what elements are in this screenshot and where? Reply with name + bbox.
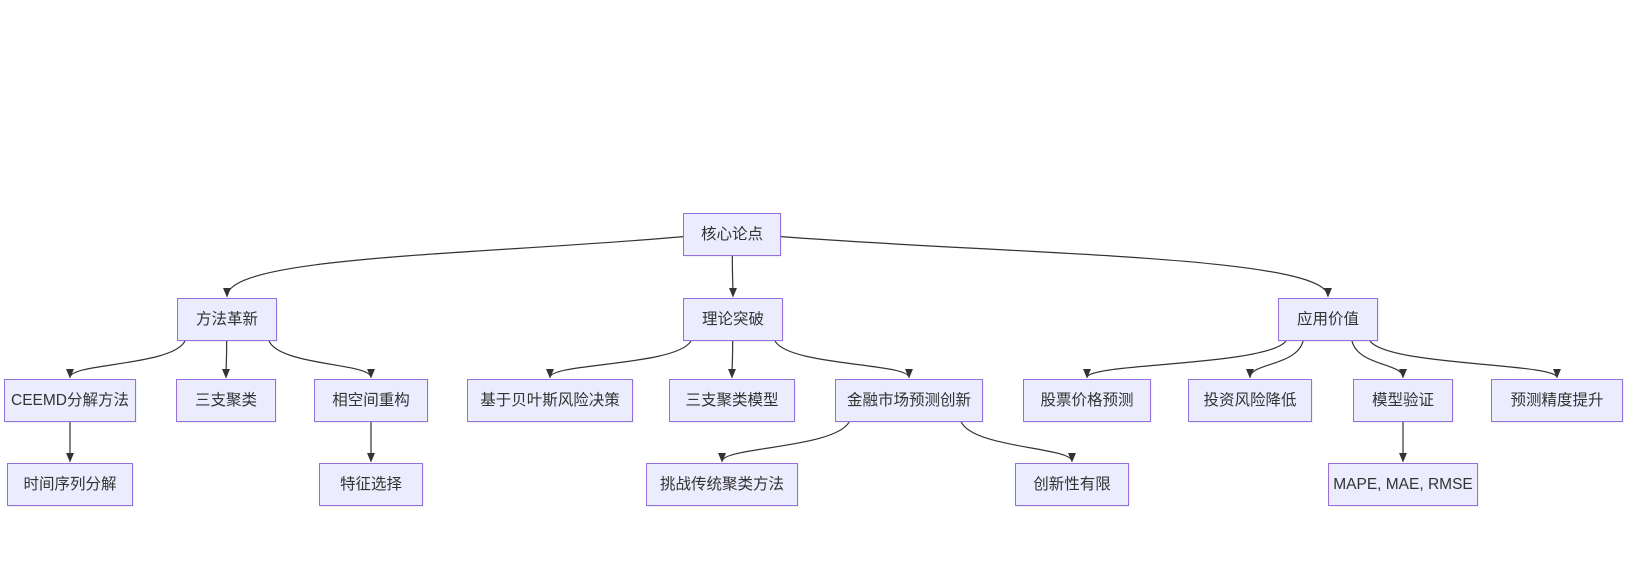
node-theory-breakthrough: 理论突破 <box>683 298 783 341</box>
node-method-innovation: 方法革新 <box>177 298 277 341</box>
edge-application-value-to-stock-price-prediction <box>1083 340 1287 379</box>
edge-financial-market-prediction-innovation-to-limited-innovation <box>960 421 1076 463</box>
edge-core-thesis-to-theory-breakthrough <box>728 255 738 298</box>
edge-application-value-to-investment-risk-reduction <box>1245 340 1304 379</box>
node-challenge-traditional-clustering: 挑战传统聚类方法 <box>646 463 798 506</box>
node-time-series-decomposition: 时间序列分解 <box>7 463 133 506</box>
edge-theory-breakthrough-to-bayesian-risk-decision <box>546 340 692 379</box>
edge-method-innovation-to-ceemd-decomposition <box>66 340 186 379</box>
node-prediction-accuracy-improvement: 预测精度提升 <box>1491 379 1623 422</box>
node-three-way-clustering-model: 三支聚类模型 <box>669 379 795 422</box>
edge-method-innovation-to-phase-space-reconstruction <box>268 340 375 379</box>
node-financial-market-prediction-innovation: 金融市场预测创新 <box>835 379 983 422</box>
node-feature-selection: 特征选择 <box>319 463 423 506</box>
edge-application-value-to-prediction-accuracy-improvement <box>1369 340 1561 379</box>
node-ceemd-decomposition: CEEMD分解方法 <box>4 379 136 422</box>
node-core-thesis: 核心论点 <box>683 213 781 256</box>
node-investment-risk-reduction: 投资风险降低 <box>1188 379 1312 422</box>
node-bayesian-risk-decision: 基于贝叶斯风险决策 <box>467 379 633 422</box>
node-limited-innovation: 创新性有限 <box>1015 463 1129 506</box>
node-phase-space-reconstruction: 相空间重构 <box>314 379 428 422</box>
node-model-validation: 模型验证 <box>1353 379 1453 422</box>
edge-method-innovation-to-three-way-clustering <box>221 340 231 379</box>
node-mape-mae-rmse: MAPE, MAE, RMSE <box>1328 463 1478 506</box>
edge-core-thesis-to-method-innovation <box>223 236 684 298</box>
edge-theory-breakthrough-to-three-way-clustering-model <box>727 340 737 379</box>
node-application-value: 应用价值 <box>1278 298 1378 341</box>
edge-core-thesis-to-application-value <box>780 236 1332 298</box>
edge-theory-breakthrough-to-financial-market-prediction-innovation <box>774 340 913 379</box>
edge-financial-market-prediction-innovation-to-challenge-traditional-clustering <box>718 421 850 463</box>
node-three-way-clustering: 三支聚类 <box>176 379 276 422</box>
node-stock-price-prediction: 股票价格预测 <box>1023 379 1151 422</box>
edge-application-value-to-model-validation <box>1351 340 1408 379</box>
